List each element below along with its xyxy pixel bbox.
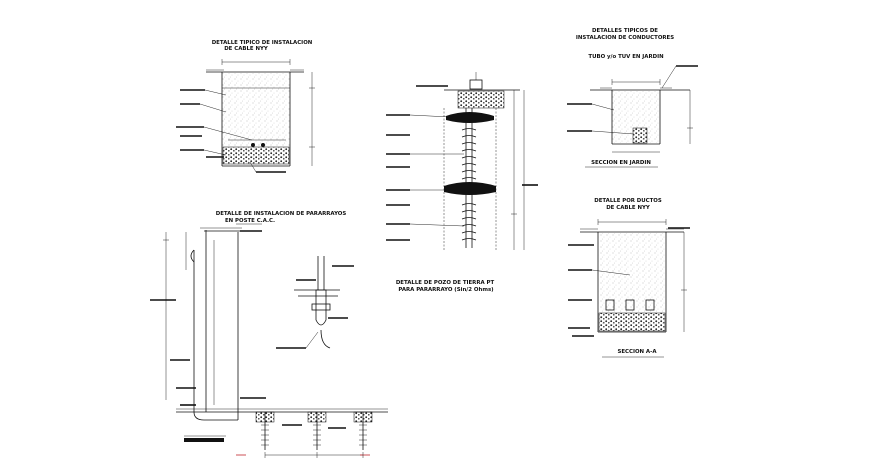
detail-title: DE CABLE NYY	[224, 46, 268, 52]
rod-head-detail	[276, 256, 354, 349]
detail-cable-nyy: DETALLE TIPICO DE INSTALACION DE CABLE N…	[176, 40, 315, 173]
label-leaders	[150, 299, 346, 429]
section-caption: SECCION A-A	[617, 349, 657, 355]
detail-title: INSTALACION DE CONDUCTORES	[576, 35, 674, 41]
detail-title: PARA PARARRAYO (Sin/2 Ohms)	[398, 287, 493, 293]
detail-title: DETALLES TIPICOS DE	[592, 28, 658, 34]
scale-bar	[184, 438, 224, 442]
detail-subtitle: TUBO y/o TUV EN JARDIN	[588, 54, 664, 60]
detail-lightning-rod-pole: DETALLE DE INSTALACION DE PARARRAYOS EN …	[150, 211, 388, 458]
label-leaders	[176, 89, 286, 173]
detail-ground-well: DETALLE DE POZO DE TIERRA PT PARA PARARR…	[386, 72, 538, 293]
detail-title: DETALLE TIPICO DE INSTALACION	[212, 40, 313, 46]
detail-title: DETALLE POR DUCTOS	[594, 198, 662, 204]
label-leaders	[386, 85, 465, 241]
detail-ducts-garden: DETALLES TIPICOS DE INSTALACION DE CONDU…	[567, 28, 698, 168]
detail-title: DE CABLE NYY	[606, 205, 650, 211]
coil-spiral	[461, 128, 477, 241]
section-caption: SECCION EN JARDIN	[591, 160, 651, 166]
detail-title: DETALLE DE INSTALACION DE PARARRAYOS	[216, 211, 347, 217]
ground-rods	[236, 411, 373, 458]
detail-title: EN POSTE C.A.C.	[225, 218, 275, 224]
conduit-group	[605, 299, 655, 311]
detail-duct-cable-nyy: DETALLE POR DUCTOS DE CABLE NYY SECCI	[568, 198, 690, 358]
detail-title: DETALLE DE POZO DE TIERRA PT	[396, 280, 495, 286]
label-leaders	[568, 227, 690, 337]
